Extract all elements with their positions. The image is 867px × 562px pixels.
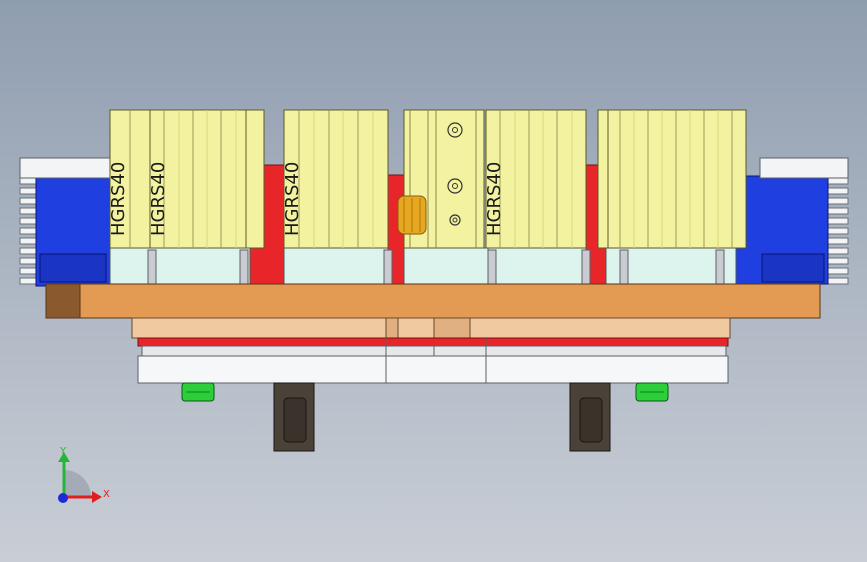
fin xyxy=(19,207,39,215)
guide-block xyxy=(403,247,489,285)
y-axis-arrowhead-icon xyxy=(58,452,70,462)
guide-rail-slot xyxy=(147,249,157,285)
base-plate xyxy=(45,283,821,319)
fin xyxy=(827,227,849,235)
right-end-block xyxy=(735,157,849,285)
guide-rail-slot xyxy=(581,249,591,285)
axis-triad[interactable]: Y X xyxy=(58,446,110,503)
guide-rail-slot xyxy=(619,249,629,285)
cylinder: HGRS40 xyxy=(108,109,151,249)
fin xyxy=(19,237,39,245)
fin xyxy=(827,177,849,185)
cylinder xyxy=(605,109,747,249)
cylinder-model-label: HGRS40 xyxy=(148,162,169,236)
fin xyxy=(19,217,39,225)
dark-foot-left xyxy=(273,382,315,452)
x-axis-arrowhead-icon xyxy=(92,491,102,503)
fin xyxy=(827,267,849,275)
cylinder: HGRS40 xyxy=(148,109,251,249)
fin xyxy=(827,197,849,205)
port-hole-icon xyxy=(447,122,463,138)
hgrs40-cylinders: HGRS40 HGRS40 HGRS40 HGRS40 xyxy=(108,109,747,249)
cylinder-end-cap xyxy=(597,109,609,249)
fin xyxy=(827,277,849,285)
left-end-block xyxy=(19,157,113,287)
cylinder-model-label: HGRS40 xyxy=(282,162,303,236)
guide-rail-slot xyxy=(383,249,393,285)
port-hole-icon xyxy=(447,178,463,194)
fin xyxy=(19,267,39,275)
guide-block xyxy=(283,247,389,285)
fin xyxy=(19,277,39,285)
fin xyxy=(19,227,39,235)
y-axis-label: Y xyxy=(59,446,67,457)
cylinder: HGRS40 xyxy=(282,109,389,249)
air-fitting xyxy=(397,195,427,235)
fin xyxy=(827,217,849,225)
cylinder-end-cap xyxy=(245,109,265,249)
linear-guide-blocks xyxy=(109,247,737,285)
guide-block xyxy=(487,247,587,285)
cylinder-model-label: HGRS40 xyxy=(484,162,505,236)
guide-rail-slot xyxy=(715,249,725,285)
fin xyxy=(827,187,849,195)
fin xyxy=(827,207,849,215)
right-cooling-fins xyxy=(827,177,849,285)
fin xyxy=(19,247,39,255)
guide-rail-slot xyxy=(487,249,497,285)
green-foot-left xyxy=(181,382,215,402)
port-hole-icon xyxy=(449,214,461,226)
fin xyxy=(827,237,849,245)
z-axis-dot-icon xyxy=(58,493,68,503)
lower-plate-stack xyxy=(131,317,731,384)
left-cooling-fins xyxy=(19,177,39,285)
fin xyxy=(19,257,39,265)
x-axis-label: X xyxy=(103,489,110,500)
fin xyxy=(19,197,39,205)
fin xyxy=(19,187,39,195)
fin xyxy=(827,247,849,255)
cylinder: HGRS40 xyxy=(484,109,587,249)
green-foot-right xyxy=(635,382,669,402)
dark-foot-right xyxy=(569,382,611,452)
fin xyxy=(19,177,39,185)
guide-block xyxy=(109,247,251,285)
guide-rail-slot xyxy=(239,249,249,285)
fin xyxy=(827,257,849,265)
cylinder-model-label: HGRS40 xyxy=(108,162,129,236)
